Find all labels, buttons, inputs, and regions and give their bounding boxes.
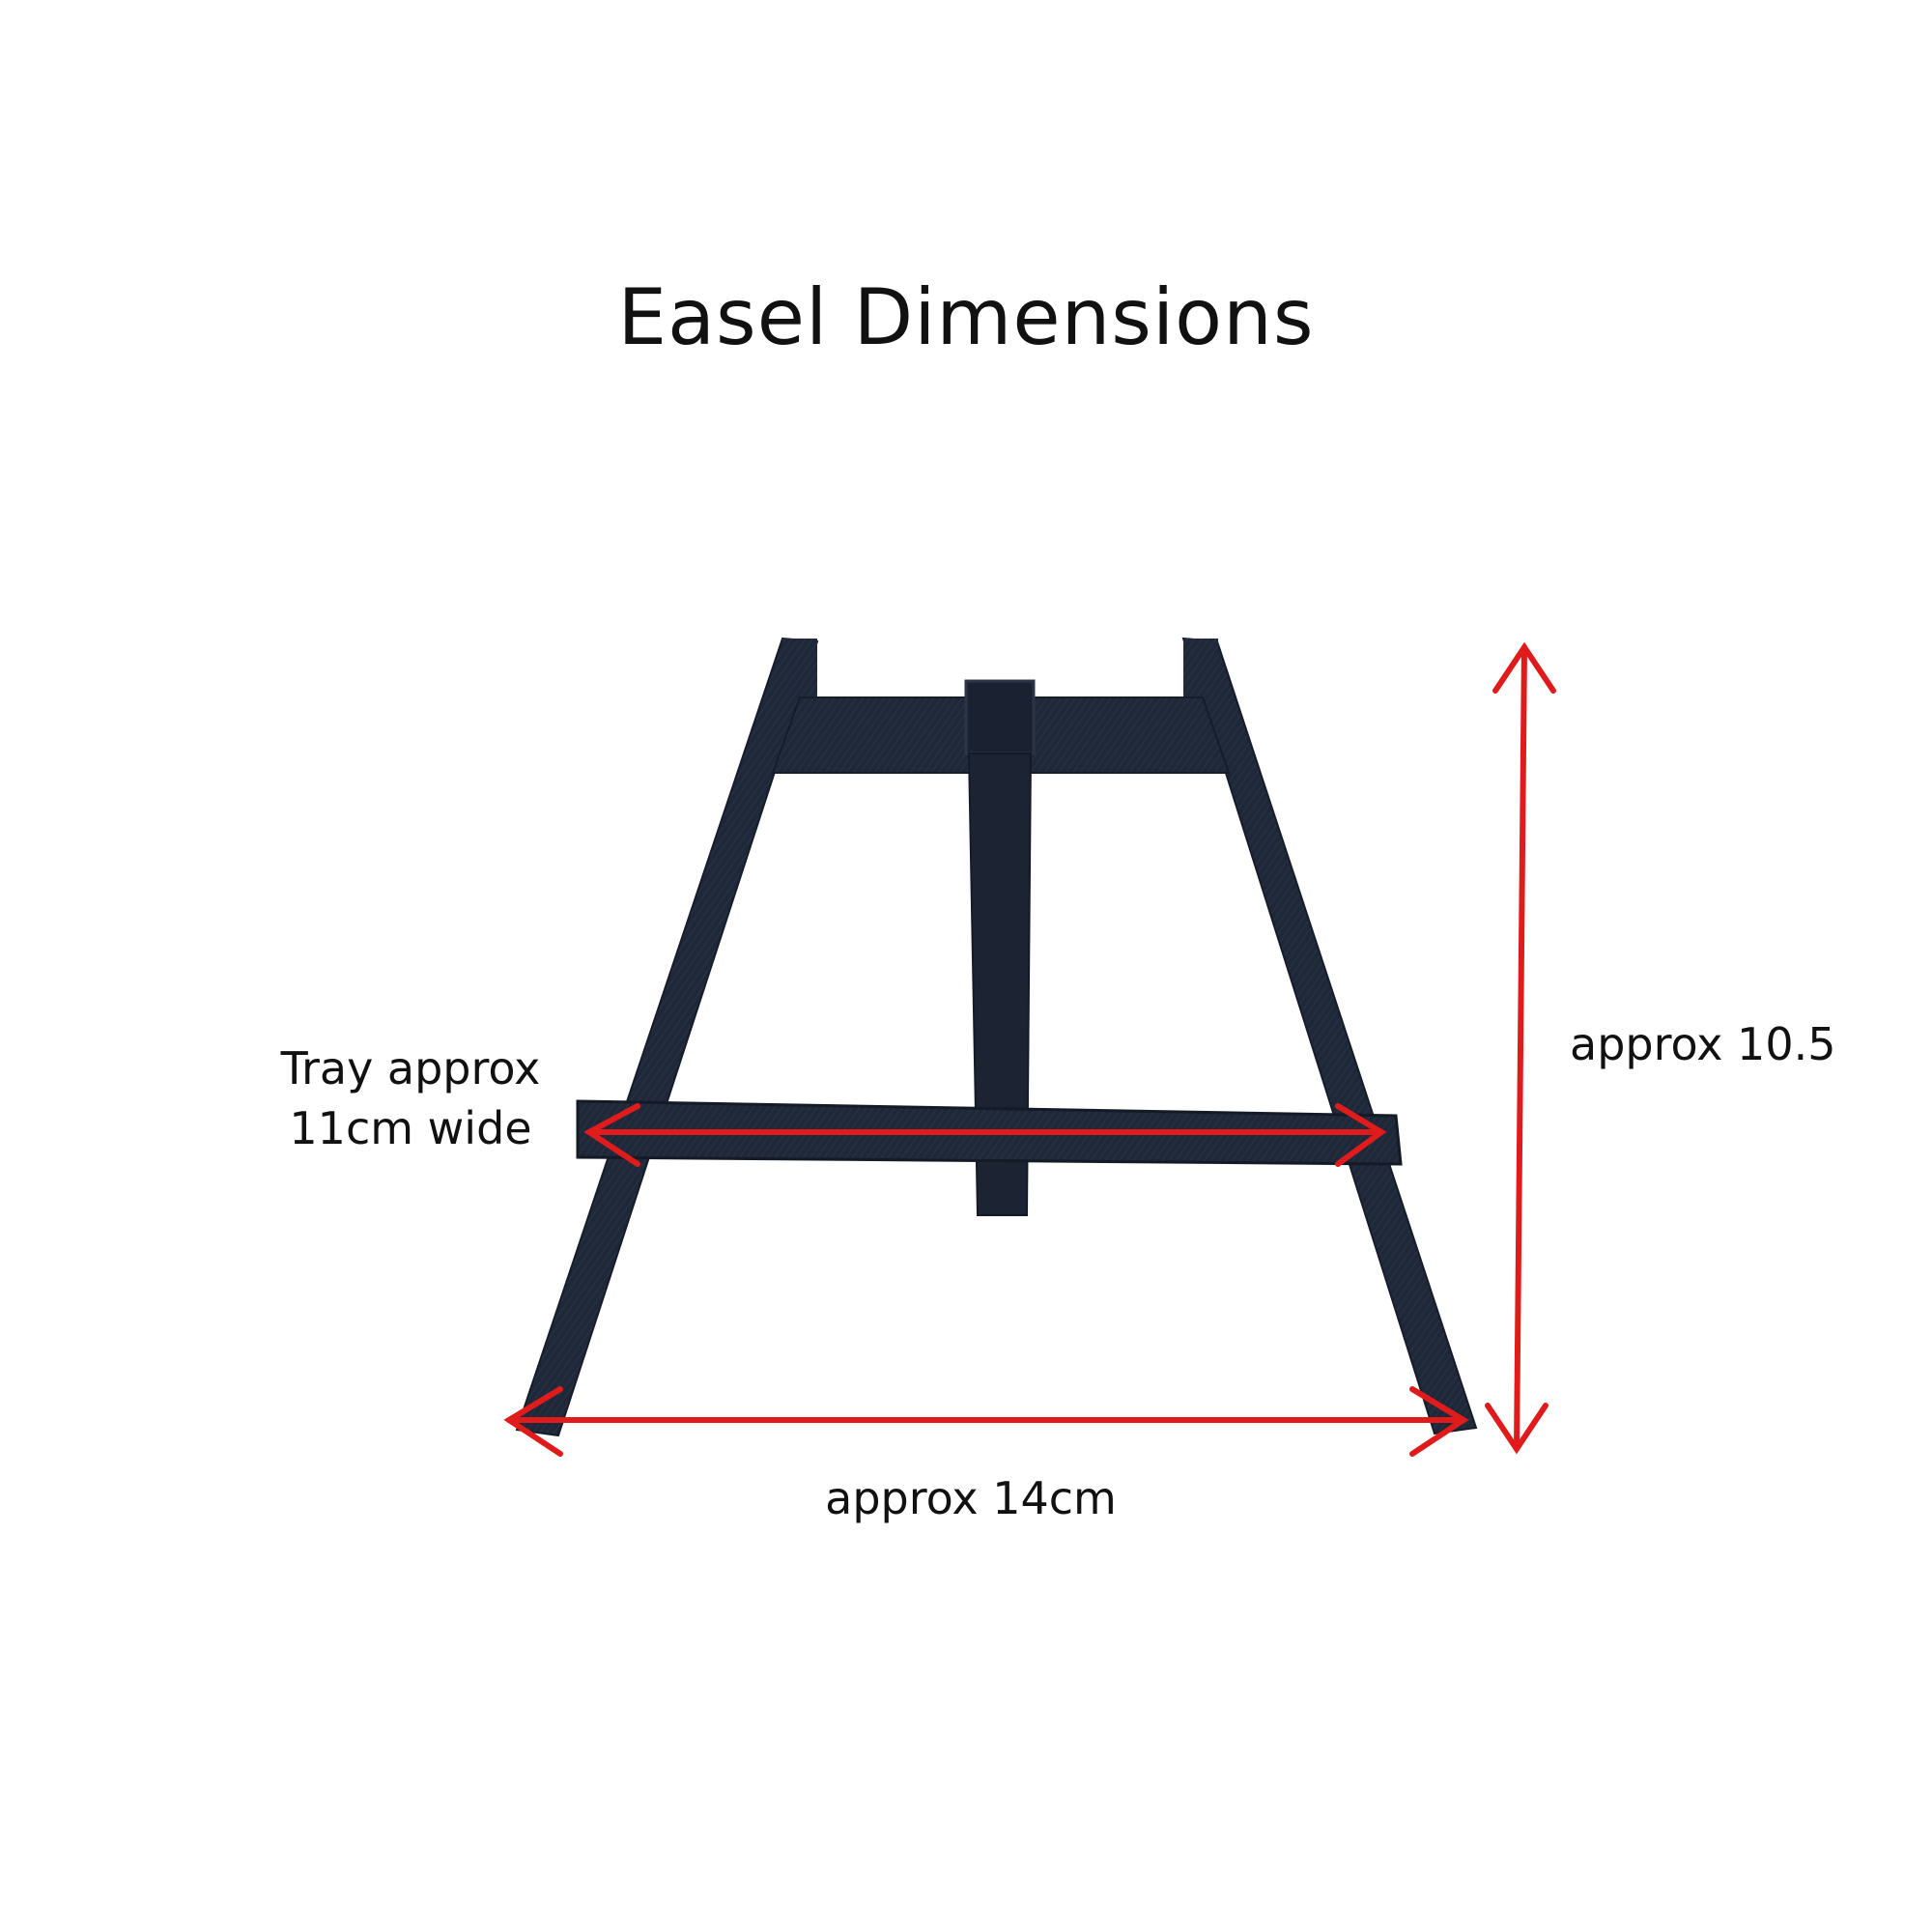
easel-back-leg [967,753,1033,1216]
easel [515,637,1478,1437]
easel-right-leg [1181,637,1478,1435]
tray-width-label: Tray approx 11cm wide [242,1038,580,1158]
easel-left-leg [515,637,819,1437]
tray-width-label-line2: 11cm wide [289,1102,532,1154]
diagram-title: Easel Dimensions [617,272,1315,362]
height-label: approx 10.5 [1570,1018,1836,1070]
easel-top-right-post [1183,639,1218,706]
base-width-arrow [503,1386,1469,1457]
easel-top-clip [964,679,1036,755]
base-width-label: approx 14cm [825,1472,1117,1524]
easel-top-left-post [782,639,817,706]
tray-width-label-line1: Tray approx [280,1042,541,1094]
height-arrow [1485,641,1556,1455]
tray-width-arrow [583,1103,1387,1167]
